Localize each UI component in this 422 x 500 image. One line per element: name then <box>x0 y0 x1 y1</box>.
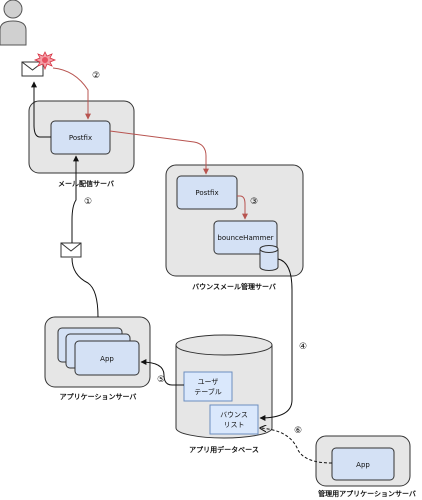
register-bounce-arrow <box>259 258 293 421</box>
app-box <box>74 340 140 376</box>
bounce-list-label-line2: リスト <box>224 421 245 429</box>
delivery-arrow <box>31 81 51 138</box>
step-2-label: ② <box>92 71 100 81</box>
admin-app-box <box>331 447 395 481</box>
bounce-postfix-label: Postfix <box>195 189 218 197</box>
bounce-postfix-box <box>176 175 238 210</box>
mail-postfix-label: Postfix <box>69 134 92 142</box>
send-mail-arrow <box>72 156 99 318</box>
bounce-forward-arrow <box>109 130 209 175</box>
bounce-burst-icon <box>33 51 57 71</box>
user-table-box <box>183 371 233 402</box>
mail-delivery-server-label: メール配信サーバ <box>58 179 114 188</box>
bouncehammer-database-icon <box>259 245 279 271</box>
admin-application-server: App 管理用アプリケーションサーバ <box>315 435 416 498</box>
bounce-list-box <box>209 404 259 435</box>
bouncehammer-parse-arrow <box>237 195 248 220</box>
bouncehammer-label: bounceHammer <box>217 234 273 242</box>
admin-app-label: App <box>356 461 370 469</box>
user-table-label-line2: テーブル <box>194 387 222 396</box>
person-icon <box>0 0 27 46</box>
application-server-label: アプリケーションサーバ <box>60 392 137 401</box>
bounce-mail-management-server-label: バウンスメール管理サーバ <box>192 282 276 291</box>
bounce-list-label-line1: バウンス <box>220 411 248 419</box>
envelope-icon <box>60 242 82 258</box>
admin-application-server-label: 管理用アプリケーションサーバ <box>318 489 416 498</box>
read-user-table-arrow <box>140 359 184 386</box>
application-database: ユーザ テーブル バウンス リスト アプリ用データベース <box>175 334 273 454</box>
bouncehammer-box <box>213 220 278 255</box>
step-3-label: ③ <box>250 197 258 207</box>
bounce-mail-management-server: Postfix bounceHammer バウンスメール管理サーバ <box>165 164 304 291</box>
mail-delivery-server: Postfix メール配信サーバ <box>28 100 135 188</box>
step-1-label: ① <box>84 197 92 207</box>
bounce-return-arrow <box>52 67 91 120</box>
step-6-label: ⑥ <box>294 426 302 436</box>
app-label: App <box>100 355 114 363</box>
step-4-label: ④ <box>299 342 307 352</box>
application-database-label: アプリ用データベース <box>189 445 259 454</box>
step-5-label: ⑤ <box>157 375 165 385</box>
application-server: App アプリケーションサーバ <box>44 316 151 401</box>
user-table-label-line1: ユーザ <box>198 378 219 386</box>
